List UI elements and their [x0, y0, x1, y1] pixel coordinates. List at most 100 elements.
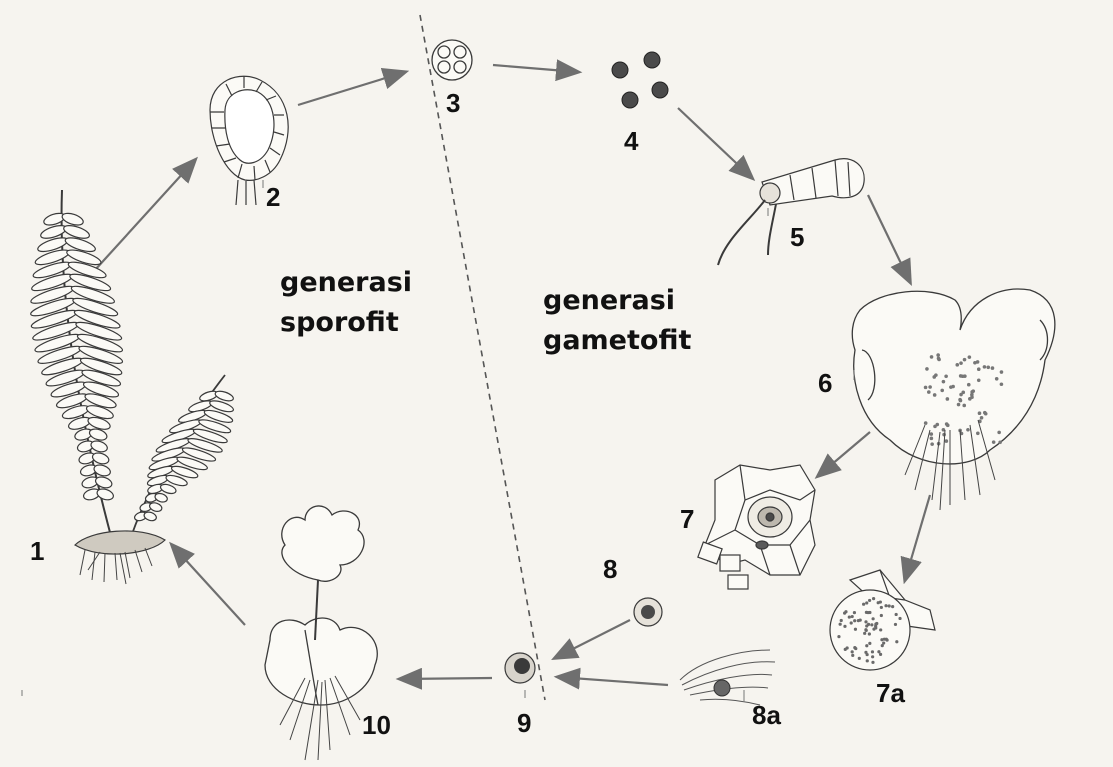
cell-dot [958, 398, 962, 402]
cell-dot [871, 650, 874, 653]
cell-dot [867, 623, 870, 626]
cell-dot [879, 628, 882, 631]
cell-dot [839, 623, 842, 626]
stage-number-1: 1 [30, 538, 44, 564]
scale-marks [22, 180, 854, 702]
cell-dot [992, 440, 996, 444]
cell-dot [986, 365, 990, 369]
cell-dot [927, 390, 931, 394]
cell-dot [991, 366, 995, 370]
arrow-8a-to-9 [558, 677, 668, 685]
arrow-3-to-4 [493, 65, 578, 72]
cell-dot [924, 386, 928, 390]
cell-dot [1000, 370, 1004, 374]
stage-number-8: 8 [603, 556, 617, 582]
cell-dot [851, 615, 854, 618]
cell-dot [937, 357, 941, 361]
cell-dot [857, 619, 860, 622]
cell-dot [978, 411, 982, 415]
cell-dot [879, 653, 882, 656]
cell-dot [871, 655, 874, 658]
stage-number-8a: 8a [752, 702, 781, 728]
cell-dot [968, 355, 972, 359]
cell-dot [866, 659, 869, 662]
cell-dot [864, 628, 867, 631]
cell-dot [868, 642, 871, 645]
sporophyte-label-line2: sporofit [280, 303, 412, 343]
cell-dot [944, 375, 948, 379]
cell-dot [962, 404, 966, 408]
cell-dot [977, 367, 981, 371]
spore-tetrad-illustration [432, 40, 472, 80]
cell-dot [868, 632, 871, 635]
arrow-8-to-9 [555, 620, 630, 658]
cell-dot [853, 619, 856, 622]
cell-dot [851, 650, 854, 653]
cell-dot [940, 389, 944, 393]
cell-dot [866, 611, 869, 614]
cell-dot [874, 626, 877, 629]
cell-dot [961, 374, 965, 378]
cell-dot [929, 432, 933, 436]
stage-number-2: 2 [266, 184, 280, 210]
cell-dot [865, 601, 868, 604]
cell-dot [925, 367, 929, 371]
stage-number-7: 7 [680, 506, 694, 532]
cell-dot [983, 411, 987, 415]
cell-dot [967, 383, 971, 387]
arrow-6-to-7 [818, 432, 870, 476]
cell-dot [837, 635, 840, 638]
cell-dot [955, 363, 959, 367]
cell-dot [959, 361, 963, 365]
cell-dot [924, 421, 928, 425]
fern-leaflet [61, 211, 85, 227]
stage-number-7a: 7a [876, 680, 905, 706]
cell-dot [864, 620, 867, 623]
cell-dot [934, 373, 938, 377]
cell-dot [998, 440, 1002, 444]
stage-number-9: 9 [517, 710, 531, 736]
cell-dot [930, 442, 934, 446]
cell-dot [961, 391, 965, 395]
cell-dot [977, 378, 981, 382]
cell-dot [862, 603, 865, 606]
arrow-5-to-6 [868, 195, 910, 282]
stage-number-6: 6 [818, 370, 832, 396]
cell-dot [930, 437, 934, 441]
arrow-2-to-3 [298, 72, 405, 105]
cell-dot [868, 599, 871, 602]
cell-dot [848, 615, 851, 618]
gametophyte-label-line1: generasi [543, 281, 691, 321]
cell-dot [844, 610, 847, 613]
fern-sporophyte-illustration [29, 190, 234, 584]
arrow-9-to-10 [400, 678, 492, 679]
cell-dot [851, 654, 854, 657]
cell-dot [872, 597, 875, 600]
cell-dot [933, 393, 937, 397]
cell-dot [976, 431, 980, 435]
sporophyte-generation-label: generasi sporofit [280, 263, 412, 343]
cell-dot [936, 353, 940, 357]
cell-dot [945, 439, 949, 443]
cell-dot [957, 403, 961, 407]
cell-dot [850, 621, 853, 624]
cell-dot [888, 604, 891, 607]
cell-dot [942, 433, 946, 437]
stage-number-4: 4 [624, 128, 638, 154]
gametophyte-label-line2: gametofit [543, 321, 691, 361]
stage-number-10: 10 [362, 712, 391, 738]
cell-dot [880, 606, 883, 609]
cell-dot [933, 425, 937, 429]
archegonium-illustration [698, 465, 815, 589]
cell-dot [854, 628, 857, 631]
cell-dot [884, 604, 887, 607]
cell-dot [871, 661, 874, 664]
cell-dot [877, 601, 880, 604]
cell-dot [942, 380, 946, 384]
sperm-cell-illustration [680, 650, 775, 705]
cell-dot [930, 355, 934, 359]
cell-dot [844, 648, 847, 651]
cell-dot [973, 361, 977, 365]
arrow-10-to-1 [172, 545, 245, 625]
